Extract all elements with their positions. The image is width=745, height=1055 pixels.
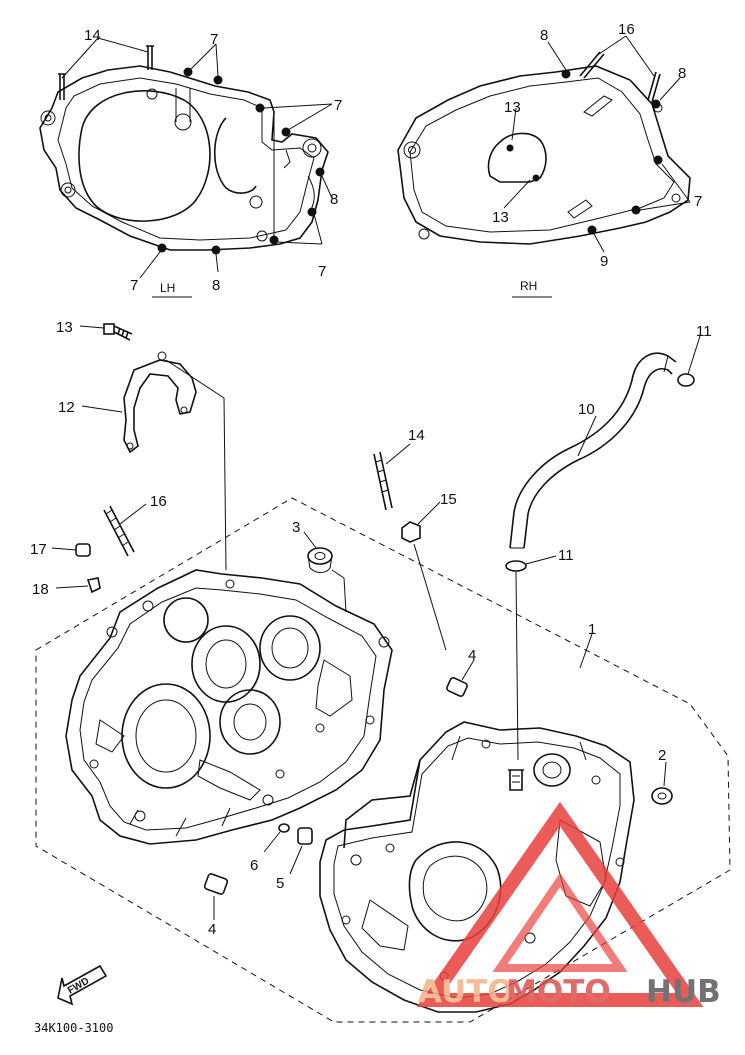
- callout-4-right: 4: [468, 647, 476, 664]
- dowel-pin-4-bottom: [203, 873, 229, 920]
- callout-17: 17: [30, 541, 47, 558]
- hose-clip-11-top: [677, 335, 701, 387]
- bracket-12: [81, 351, 197, 454]
- callout-1-leader: [579, 633, 593, 669]
- stud-14: [373, 443, 411, 511]
- callout-7-lh-bottom: 7: [318, 263, 326, 280]
- part-code: 34K100-3100: [34, 1021, 113, 1035]
- callout-8-lh-bottom: 8: [212, 277, 220, 294]
- automotohub-watermark: AUTO MOTO HUB: [416, 801, 721, 1010]
- o-ring-6: [263, 823, 290, 853]
- callout-13: 13: [56, 319, 73, 336]
- callout-13-rh-top: 13: [504, 99, 521, 116]
- callout-7-lh-top: 7: [210, 31, 218, 48]
- oil-seal-2: [651, 761, 673, 805]
- callout-18: 18: [32, 581, 49, 598]
- stud-16: [103, 503, 147, 557]
- lh-label: LH: [160, 281, 175, 295]
- crankcase-assembly-outline: [35, 497, 731, 1023]
- watermark-triangle-icon: [416, 801, 704, 1007]
- callout-8-rh-right: 8: [678, 65, 686, 82]
- callout-5: 5: [276, 875, 284, 892]
- left-crankcase-half: [65, 359, 393, 845]
- callout-8-lh-right: 8: [330, 191, 338, 208]
- callout-9-rh: 9: [600, 253, 608, 270]
- nut-15: [401, 501, 447, 651]
- callout-3: 3: [292, 519, 300, 536]
- fwd-label: FWD: [66, 976, 91, 997]
- bolt-13: [79, 323, 133, 341]
- callout-13-rh-bottom: 13: [492, 209, 509, 226]
- callout-12: 12: [58, 399, 75, 416]
- watermark-hub: HUB: [646, 974, 721, 1010]
- dowel-pin-5: [289, 827, 313, 875]
- pin-17: [51, 543, 91, 557]
- breather-hose-10: [509, 352, 677, 549]
- oil-seal-3: [303, 531, 347, 613]
- forward-arrow-icon: FWD: [57, 964, 108, 1006]
- plug-18: [55, 577, 101, 594]
- callout-4-bottom: 4: [208, 921, 216, 938]
- callout-1: 1: [588, 621, 596, 638]
- callout-11-mid: 11: [558, 547, 574, 564]
- lh-crankcase-gasket: [39, 37, 333, 279]
- watermark-moto: MOTO: [506, 974, 611, 1010]
- callout-8-rh-left: 8: [540, 27, 548, 44]
- callout-15: 15: [440, 491, 457, 508]
- callout-7-rh: 7: [694, 193, 702, 210]
- watermark-auto: AUTO: [418, 974, 514, 1010]
- callout-14: 14: [408, 427, 425, 444]
- callout-7-lh-right: 7: [334, 97, 342, 114]
- rh-label: RH: [520, 279, 537, 293]
- callout-14-lh: 14: [84, 27, 101, 44]
- callout-6: 6: [250, 857, 258, 874]
- rh-crankcase-gasket: [397, 35, 691, 253]
- dowel-pin-4-right: [446, 659, 475, 697]
- callout-10: 10: [578, 401, 595, 418]
- callout-16: 16: [150, 493, 167, 510]
- callout-7-lh-left: 7: [130, 277, 138, 294]
- callout-11-top: 11: [696, 323, 712, 340]
- callout-16-rh: 16: [618, 21, 635, 38]
- callout-2: 2: [658, 747, 666, 764]
